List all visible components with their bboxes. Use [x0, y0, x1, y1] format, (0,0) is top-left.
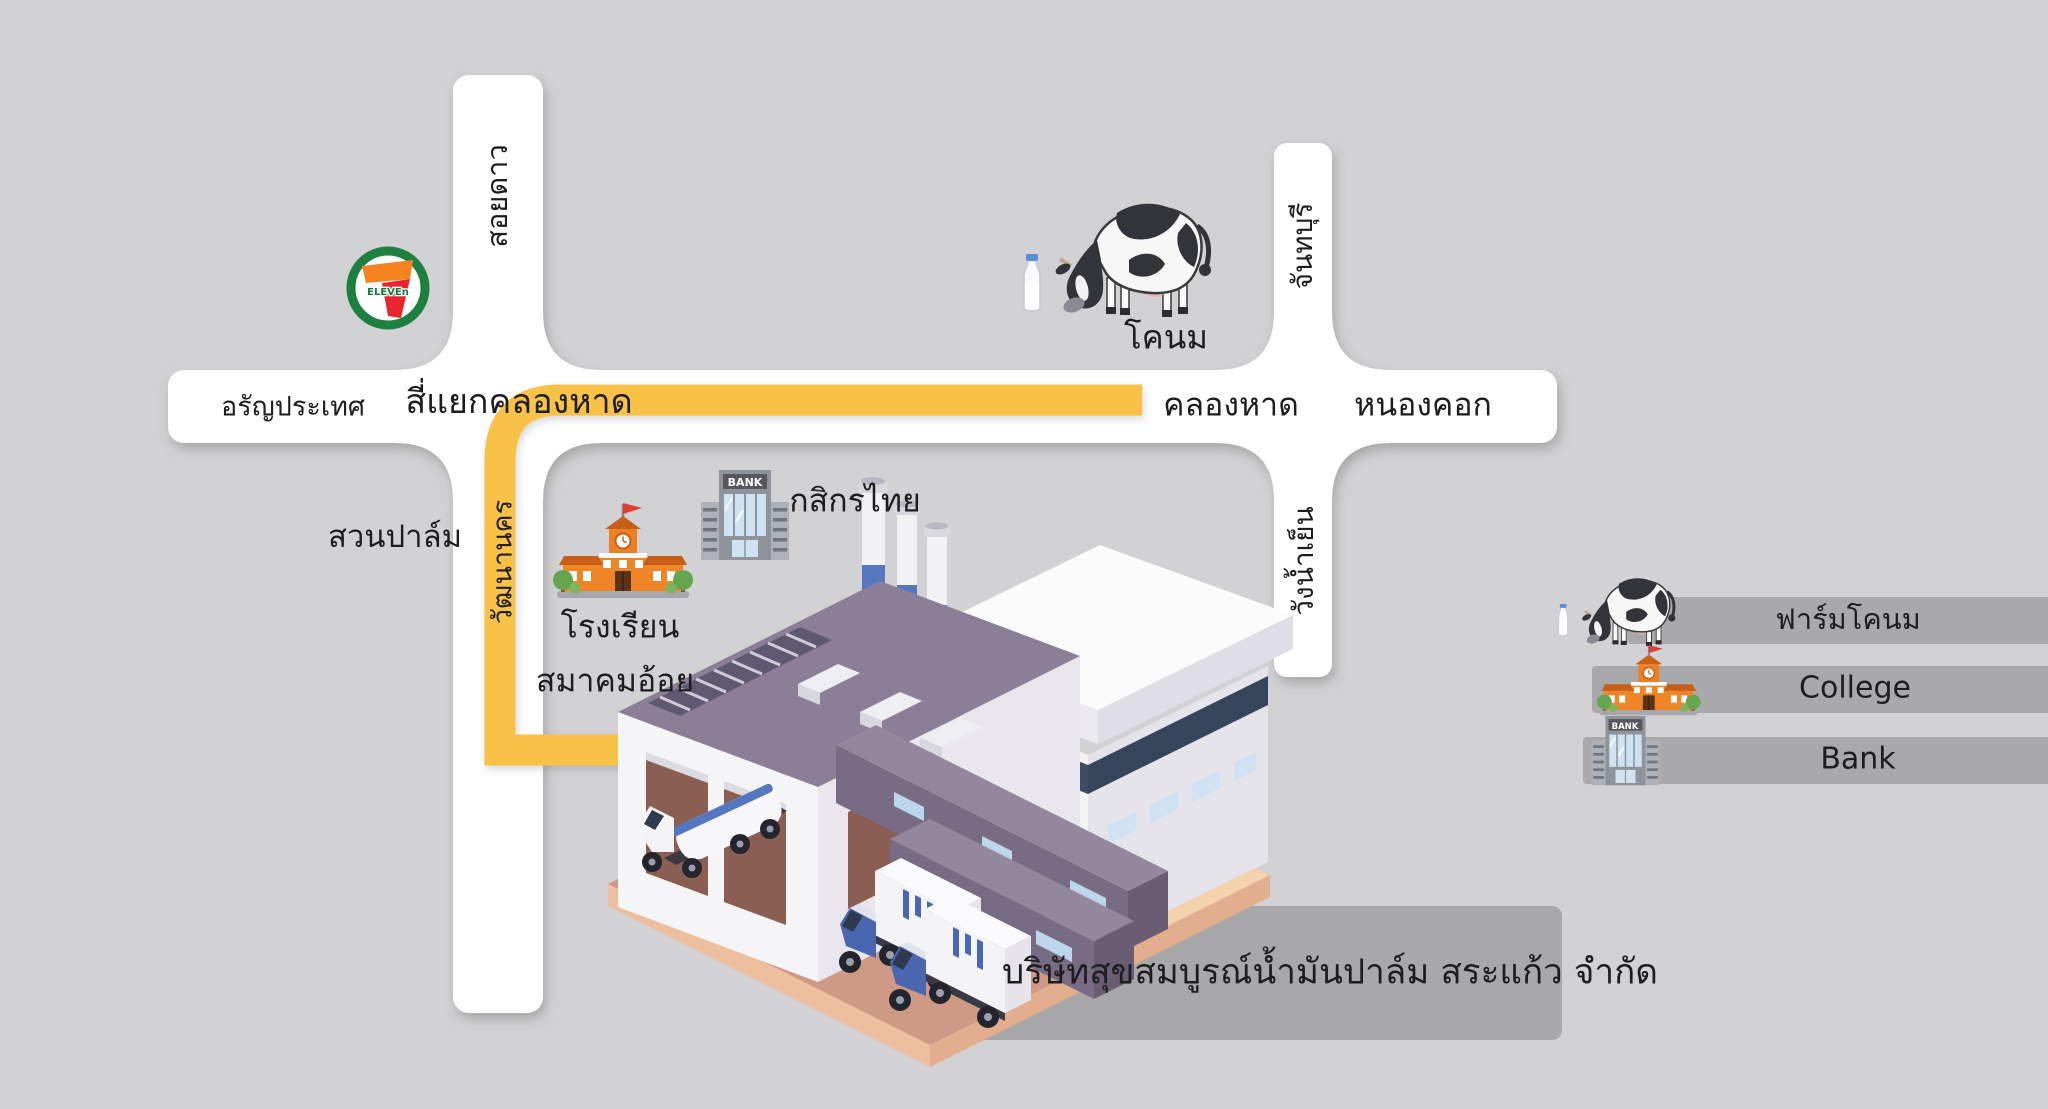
area-label-palm-plantation: สวนปาล์ม	[327, 519, 463, 555]
road-label-watthana-nakhon: วัฒนานคร	[487, 499, 519, 625]
landmark-label-school: โรงเรียน	[560, 607, 680, 646]
road-label-chanthaburi: จันทบุรี	[1286, 202, 1319, 290]
road-label-aranyaprathet: อรัญประเทศ	[220, 391, 366, 423]
road-label-khlong-hat: คลองหาด	[1163, 385, 1299, 424]
company-name-label: บริษัทสุขสมบูรณ์น้ำมันปาล์ม สระแก้ว จำกั…	[1001, 952, 1659, 993]
road-label-nong-khok: หนองคอก	[1354, 385, 1492, 424]
factory-illustration	[608, 477, 1293, 1067]
road-label-wang-nam-yen: วังน้ำเย็น	[1287, 506, 1320, 616]
legend-bars	[1583, 597, 2048, 784]
bank-sign-label: BANK	[728, 476, 763, 489]
legend-bank-sign-label: BANK	[1612, 722, 1639, 732]
legend-label-college: College	[1799, 670, 1911, 706]
tanker-truck	[640, 783, 787, 878]
landmark-label-sugarcane-assoc: สมาคมอ้อย	[535, 661, 695, 700]
milk-bottle-icon	[1023, 253, 1041, 312]
seven-eleven-icon: ELEVEn	[346, 246, 430, 330]
road-label-soi-dao: สอยดาว	[480, 144, 514, 248]
legend-label-bank: Bank	[1820, 741, 1896, 777]
landmark-label-bank: กสิกรไทย	[789, 481, 921, 520]
legend-milk-bottle-icon	[1558, 603, 1568, 636]
landmark-label-dairy-cow: โคนม	[1123, 317, 1209, 357]
road-label-intersection: สี่แยกคลองหาด	[405, 382, 633, 422]
school-icon	[551, 501, 695, 600]
legend-label-dairy-farm: ฟาร์มโคนม	[1775, 602, 1921, 636]
dairy-cow-icon	[1054, 204, 1211, 317]
factory-containers	[836, 725, 1168, 999]
seven-eleven-label: ELEVEn	[367, 287, 409, 298]
